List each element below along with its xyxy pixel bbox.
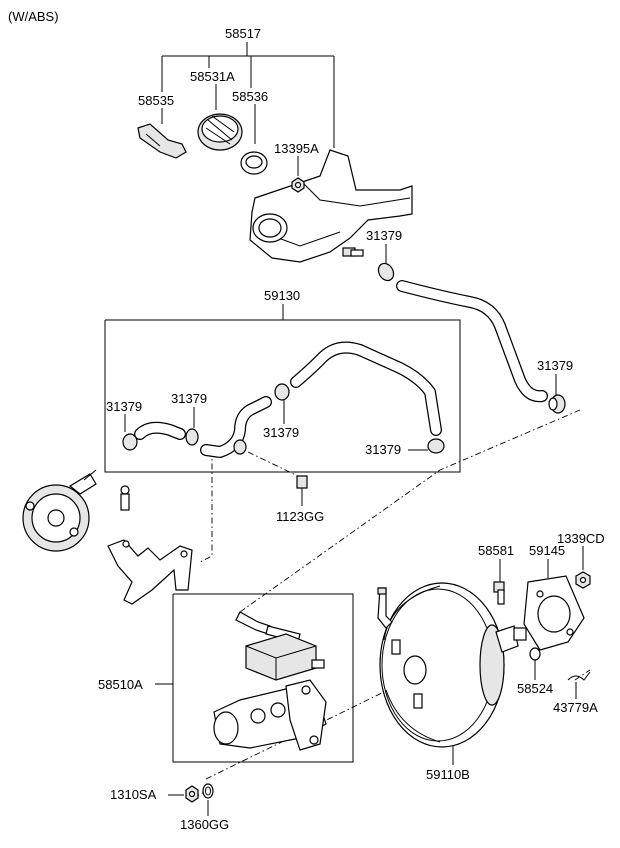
pump-bracket	[107, 539, 193, 605]
reservoir-cap	[197, 113, 243, 151]
label-58517: 58517	[225, 26, 261, 41]
label-31379-mid: 31379	[263, 425, 299, 440]
pin-43779a	[567, 671, 591, 681]
label-59110b: 59110B	[426, 767, 470, 782]
label-31379-left: 31379	[106, 399, 142, 414]
hose-clamp-right	[548, 394, 566, 414]
label-31379-mid-left: 31379	[171, 391, 207, 406]
label-58524: 58524	[517, 681, 553, 696]
label-59145: 59145	[529, 543, 565, 558]
brake-booster	[377, 582, 527, 748]
label-58581: 58581	[478, 543, 514, 558]
nut-1339cd	[575, 571, 591, 589]
bolt-1123gg	[296, 475, 308, 496]
label-31379-right: 31379	[537, 358, 573, 373]
oring-1360gg	[202, 783, 214, 799]
label-58535: 58535	[138, 93, 174, 108]
reservoir-assembly	[249, 149, 413, 263]
hose-clamp-reservoir	[377, 262, 395, 282]
gasket-59145	[523, 575, 585, 651]
leader-lines	[104, 42, 584, 816]
master-cylinder	[213, 611, 327, 751]
variant-label: (W/ABS)	[8, 9, 59, 24]
reservoir-tank	[249, 149, 413, 263]
hose-clamps-box	[122, 383, 445, 455]
bracket-bolt	[120, 485, 130, 511]
label-1360gg: 1360GG	[180, 817, 229, 832]
label-13395a: 13395A	[274, 141, 319, 156]
label-1123gg: 1123GG	[276, 509, 324, 524]
label-43779a: 43779A	[553, 700, 598, 715]
label-58531a: 58531A	[190, 69, 235, 84]
vacuum-pump	[22, 469, 97, 552]
label-1339cd: 1339CD	[557, 531, 605, 546]
cap-seal	[240, 151, 268, 175]
label-58536: 58536	[232, 89, 268, 104]
level-sensor	[137, 123, 187, 159]
label-31379-lower: 31379	[365, 442, 401, 457]
nut-1310sa	[185, 785, 199, 803]
label-1310sa: 1310SA	[110, 787, 157, 802]
bolt-58581	[493, 581, 505, 605]
label-58510a: 58510A	[98, 677, 143, 692]
label-59130: 59130	[264, 288, 300, 303]
reservoir-nut	[291, 177, 305, 193]
washer-58524	[529, 647, 541, 661]
label-31379-reservoir: 31379	[366, 228, 402, 243]
booster-studs	[391, 639, 423, 709]
